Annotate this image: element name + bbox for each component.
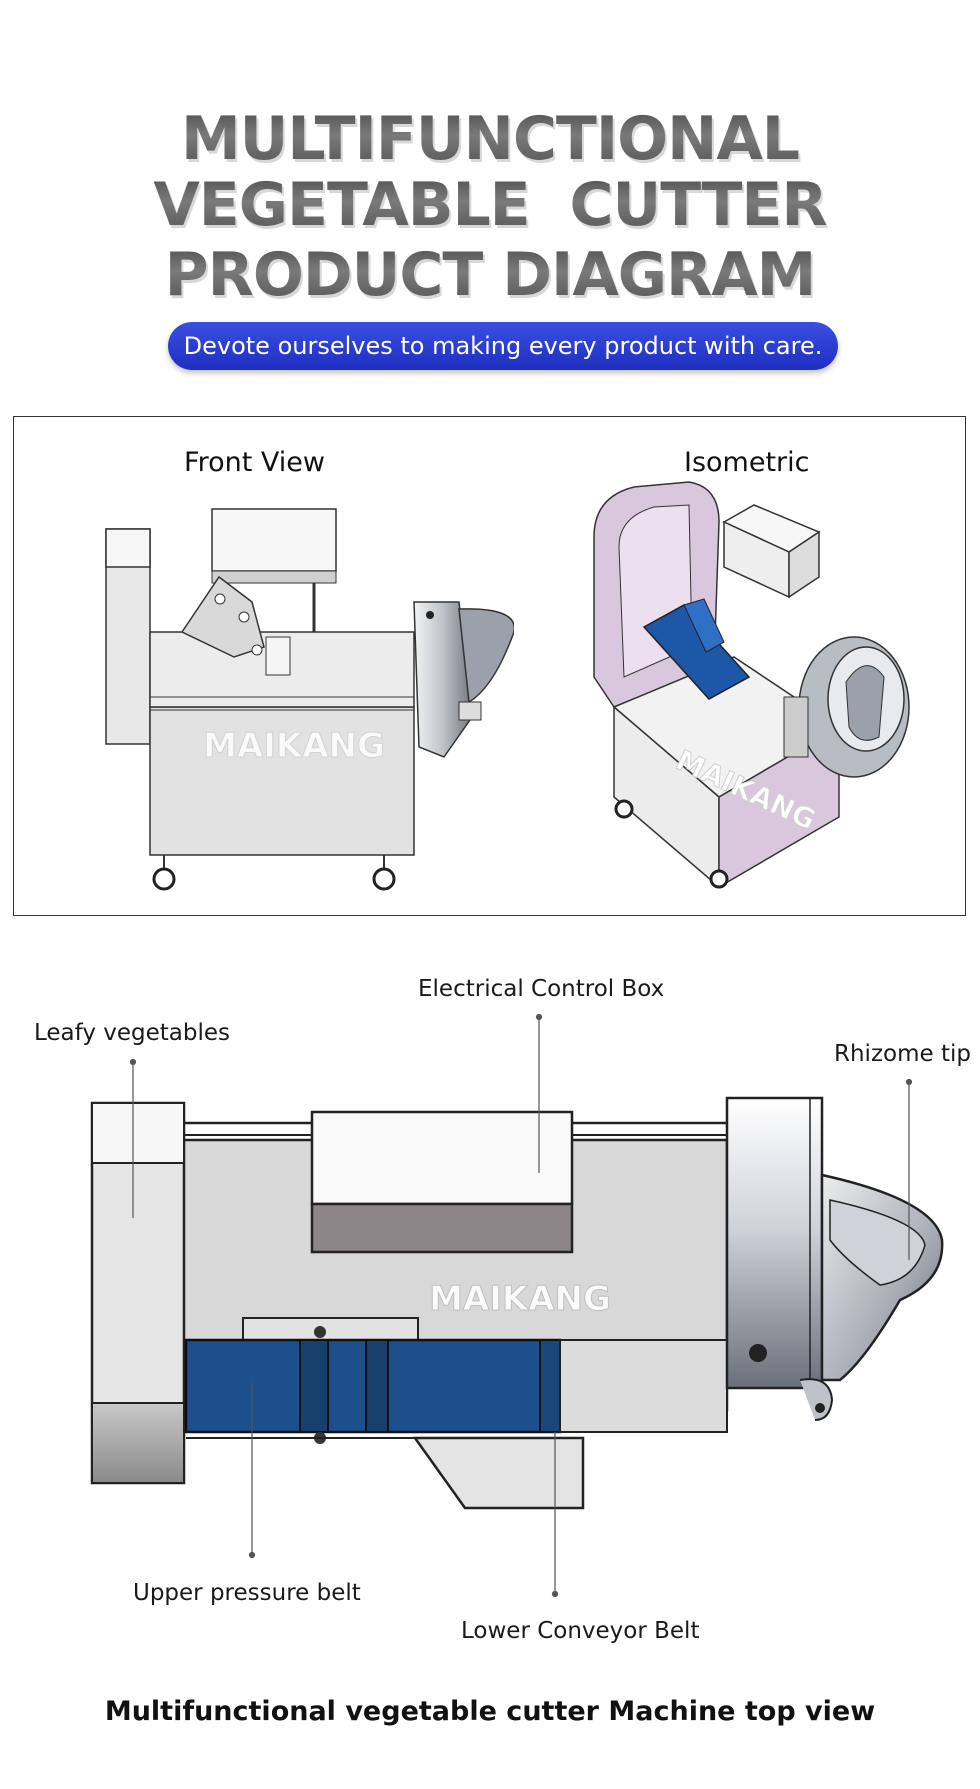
callout-lower-conveyor-belt: Lower Conveyor Belt: [461, 1618, 700, 1644]
title-line-3-shadow: PRODUCT DIAGRAM: [2, 243, 980, 313]
front-view-label: Front View: [184, 447, 325, 478]
callout-leafy-vegetables: Leafy vegetables: [34, 1020, 231, 1046]
views-panel: Front View Isometric: [13, 416, 966, 916]
title-line-3: PRODUCT DIAGRAM: [0, 240, 980, 310]
title-line-2-shadow: VEGETABLE CUTTER: [2, 173, 980, 243]
isometric-drawing: MAIKANG: [593, 481, 910, 889]
slogan-banner: Devote ourselves to making every product…: [168, 322, 838, 370]
callout-electrical-box: Electrical Control Box: [418, 976, 665, 1002]
front-watermark: MAIKANG: [203, 726, 385, 766]
top-view-caption: Multifunctional vegetable cutter Machine…: [104, 1696, 876, 1727]
title-line-1: MULTIFUNCTIONAL: [0, 104, 980, 174]
title-line-1-shadow: MULTIFUNCTIONAL: [2, 107, 980, 177]
callout-upper-pressure-belt: Upper pressure belt: [133, 1580, 361, 1606]
isometric-label: Isometric: [684, 447, 810, 478]
top-watermark: MAIKANG: [429, 1279, 611, 1319]
front-view-drawing: MAIKANG: [105, 508, 514, 891]
top-view-drawing: MAIKANG: [90, 1013, 944, 1598]
title-line-2: VEGETABLE CUTTER: [0, 170, 980, 240]
callout-rhizome-tip: Rhizome tip: [834, 1041, 971, 1067]
